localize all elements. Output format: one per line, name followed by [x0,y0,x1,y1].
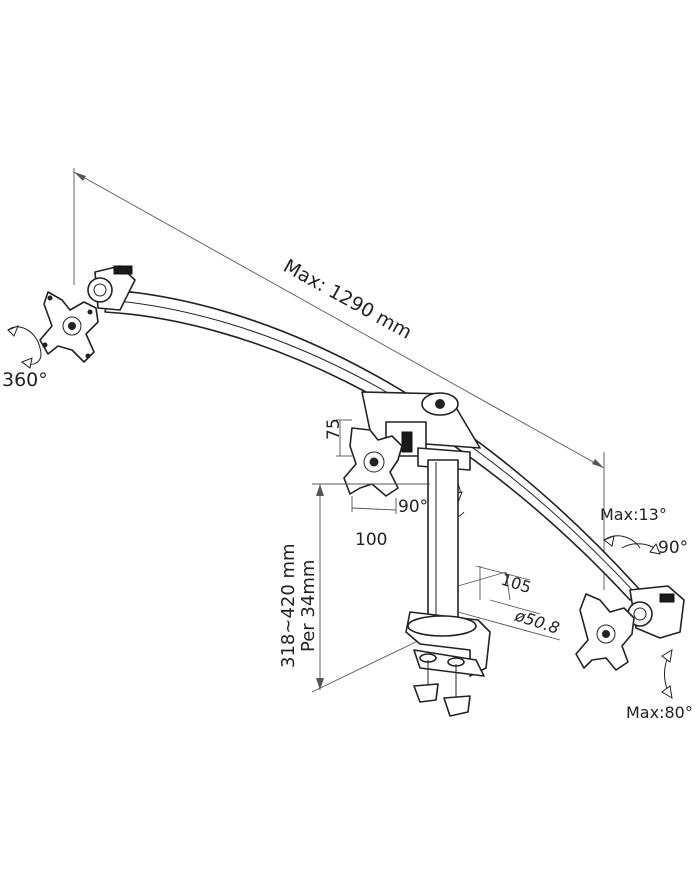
vesa-width-label: 100 [355,530,387,550]
vesa-width-dimension [351,496,397,514]
vesa-height-dimension [336,419,352,457]
pole-height-line2: Per 34mm [298,560,319,652]
pole-offset-dimension [457,565,561,641]
center-vesa-mount [343,427,403,497]
right-swivel-arrow-icon [621,542,661,555]
pole [427,459,459,631]
crossbar [104,289,641,601]
swivel-right-label: 90° [658,538,688,558]
pole-height-dimension [311,483,430,693]
rotation-arrow-icon [7,325,42,369]
center-hub [361,391,481,471]
swivel-center-label: 90° [398,497,428,517]
rotation-label: 360° [2,369,48,391]
tilt-up-label: Max:13° [600,505,667,524]
tilt-down-label: Max:80° [626,703,693,722]
tilt-up-arrow-icon [602,535,641,549]
pole-offset-label: 105 [499,570,534,598]
desk-clamp [405,611,491,717]
pole-height-line1: 318~420 mm [278,543,299,668]
max-length-label: Max: 1290 mm [280,255,416,344]
pole-diameter-label: ø50.8 [512,605,562,637]
left-vesa-mount [39,265,136,363]
right-vesa-mount [575,585,685,671]
vesa-height-label: 75 [324,418,344,440]
tilt-down-arrow-icon [661,649,673,699]
